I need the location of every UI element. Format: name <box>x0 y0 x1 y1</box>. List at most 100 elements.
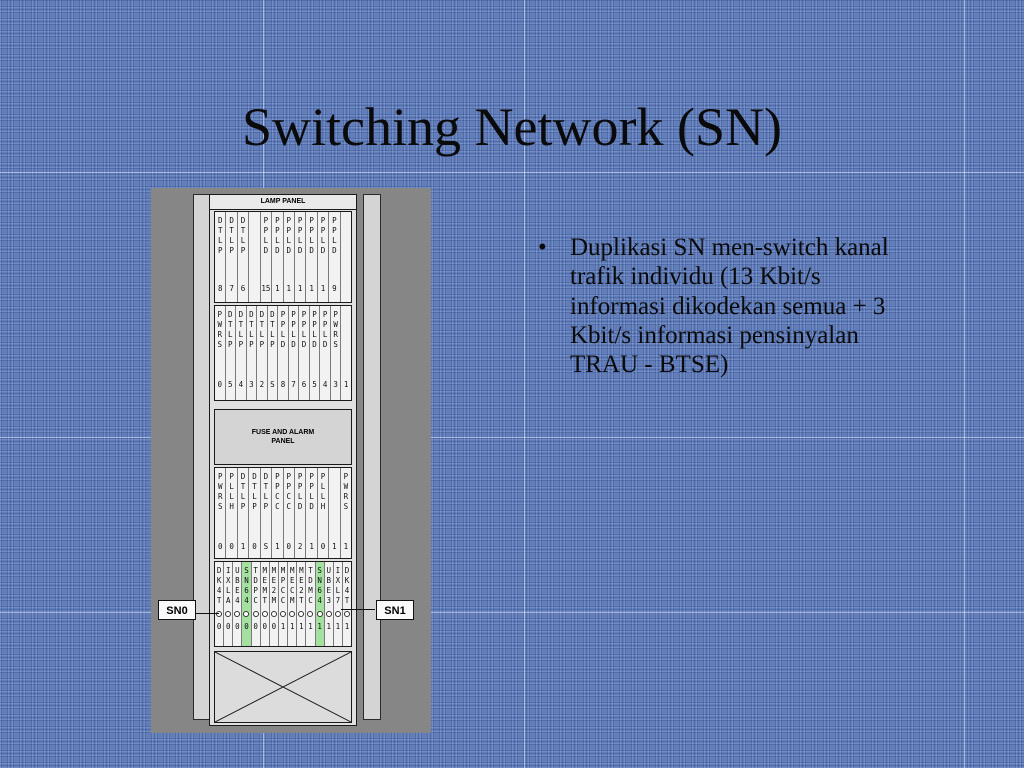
slot-label: P P L D <box>332 216 337 255</box>
slot-label: M E 2 T <box>299 566 304 605</box>
slot-label: P P L D <box>322 310 328 349</box>
equipment-slot: 1 <box>329 468 341 558</box>
connector-dot-icon <box>289 611 296 617</box>
connector-dot-icon <box>234 611 241 617</box>
slot-number: 1 <box>275 542 280 551</box>
slot-label: P P C C <box>286 472 291 511</box>
equipment-slot: P P L D 8 <box>278 306 289 400</box>
slot-number: 8 <box>217 284 223 293</box>
slot-number: 1 <box>343 542 349 551</box>
slot-connector-dot <box>261 610 269 618</box>
slot-label: S N 6 4 <box>244 566 249 605</box>
grid-line <box>0 612 1024 613</box>
slot-label: D T L P <box>228 310 233 349</box>
slot-label: D K 4 T <box>344 566 350 605</box>
connector-dot-icon <box>325 611 332 617</box>
slot-number: 3 <box>333 380 338 389</box>
slot-connector-dot <box>252 610 260 618</box>
slot-number: 0 <box>229 542 234 551</box>
slot-connector-dot <box>270 610 278 618</box>
slot-connector-dot <box>306 610 314 618</box>
slot-label: D T L P <box>270 310 275 349</box>
connector-dot-icon <box>307 611 314 617</box>
grid-line <box>0 437 1024 438</box>
slot-label: P P L D <box>309 472 314 511</box>
slot-number: 1 <box>240 542 246 551</box>
slot-number: 1 <box>299 622 304 631</box>
equipment-slot <box>341 212 351 302</box>
bullet-item: • Duplikasi SN men-switch kanal trafik i… <box>538 233 918 379</box>
slot-connector-dot <box>316 610 324 618</box>
slot-connector-dot <box>325 610 333 618</box>
slot-number: 1 <box>289 622 295 631</box>
slot-number: 1 <box>326 622 332 631</box>
connector-dot-icon <box>252 611 259 617</box>
slot-number: 1 <box>317 622 322 631</box>
fuse-alarm-panel: FUSE AND ALARM PANEL <box>214 409 352 465</box>
grid-line <box>0 172 1024 173</box>
slot-label: I X L 7 <box>335 566 341 605</box>
connector-dot-icon <box>298 611 305 617</box>
slot-label: P W R S <box>217 472 223 511</box>
fuse-panel-label: FUSE AND ALARM PANEL <box>251 428 315 445</box>
slot-number: S <box>263 542 269 551</box>
slot-label: P L L H <box>320 472 326 511</box>
slot-number: 15 <box>261 284 271 293</box>
slot-label: P W R S <box>343 472 349 511</box>
slot-label: M E M T <box>262 566 268 605</box>
slot-number: 2 <box>259 380 265 389</box>
slot-label: D T L P <box>252 472 257 511</box>
slot-number: 0 <box>217 542 223 551</box>
slot-number: 0 <box>252 542 257 551</box>
slot-label: M P C C <box>280 566 286 605</box>
slot-connector-dot <box>343 610 351 618</box>
connector-dot-icon <box>261 611 268 617</box>
sn0-connector <box>195 613 219 614</box>
slot-label: P W R S <box>333 310 338 349</box>
slot-label: P P L D <box>280 310 286 349</box>
equipment-slot: D T L P S <box>268 306 279 400</box>
slot-number: 8 <box>280 380 286 389</box>
slot-label: P P L D <box>297 472 303 511</box>
slot-number: 1 <box>286 284 291 293</box>
slot-number: 0 <box>217 380 223 389</box>
slot-connector-dot <box>224 610 232 618</box>
slot-number: 7 <box>291 380 296 389</box>
slot-number: 0 <box>225 622 231 631</box>
sn1-label: SN1 <box>376 600 414 620</box>
connector-dot-icon <box>280 611 287 617</box>
slot-label: I X L A <box>225 566 231 605</box>
cabinet-right-side <box>363 194 381 720</box>
slot-number: 1 <box>297 284 303 293</box>
slot-number: 1 <box>309 284 314 293</box>
slot-label: D T L P <box>240 472 246 511</box>
slot-label: D K 4 T <box>216 566 222 605</box>
connector-dot-icon <box>216 611 223 617</box>
slot-number: 1 <box>320 284 326 293</box>
slot-number: 1 <box>280 622 286 631</box>
equipment-slot: P W R S 0 <box>215 468 227 558</box>
slot-number: S <box>270 380 275 389</box>
slot-number: 0 <box>262 622 268 631</box>
equipment-slot: D T L P 1 <box>238 468 250 558</box>
